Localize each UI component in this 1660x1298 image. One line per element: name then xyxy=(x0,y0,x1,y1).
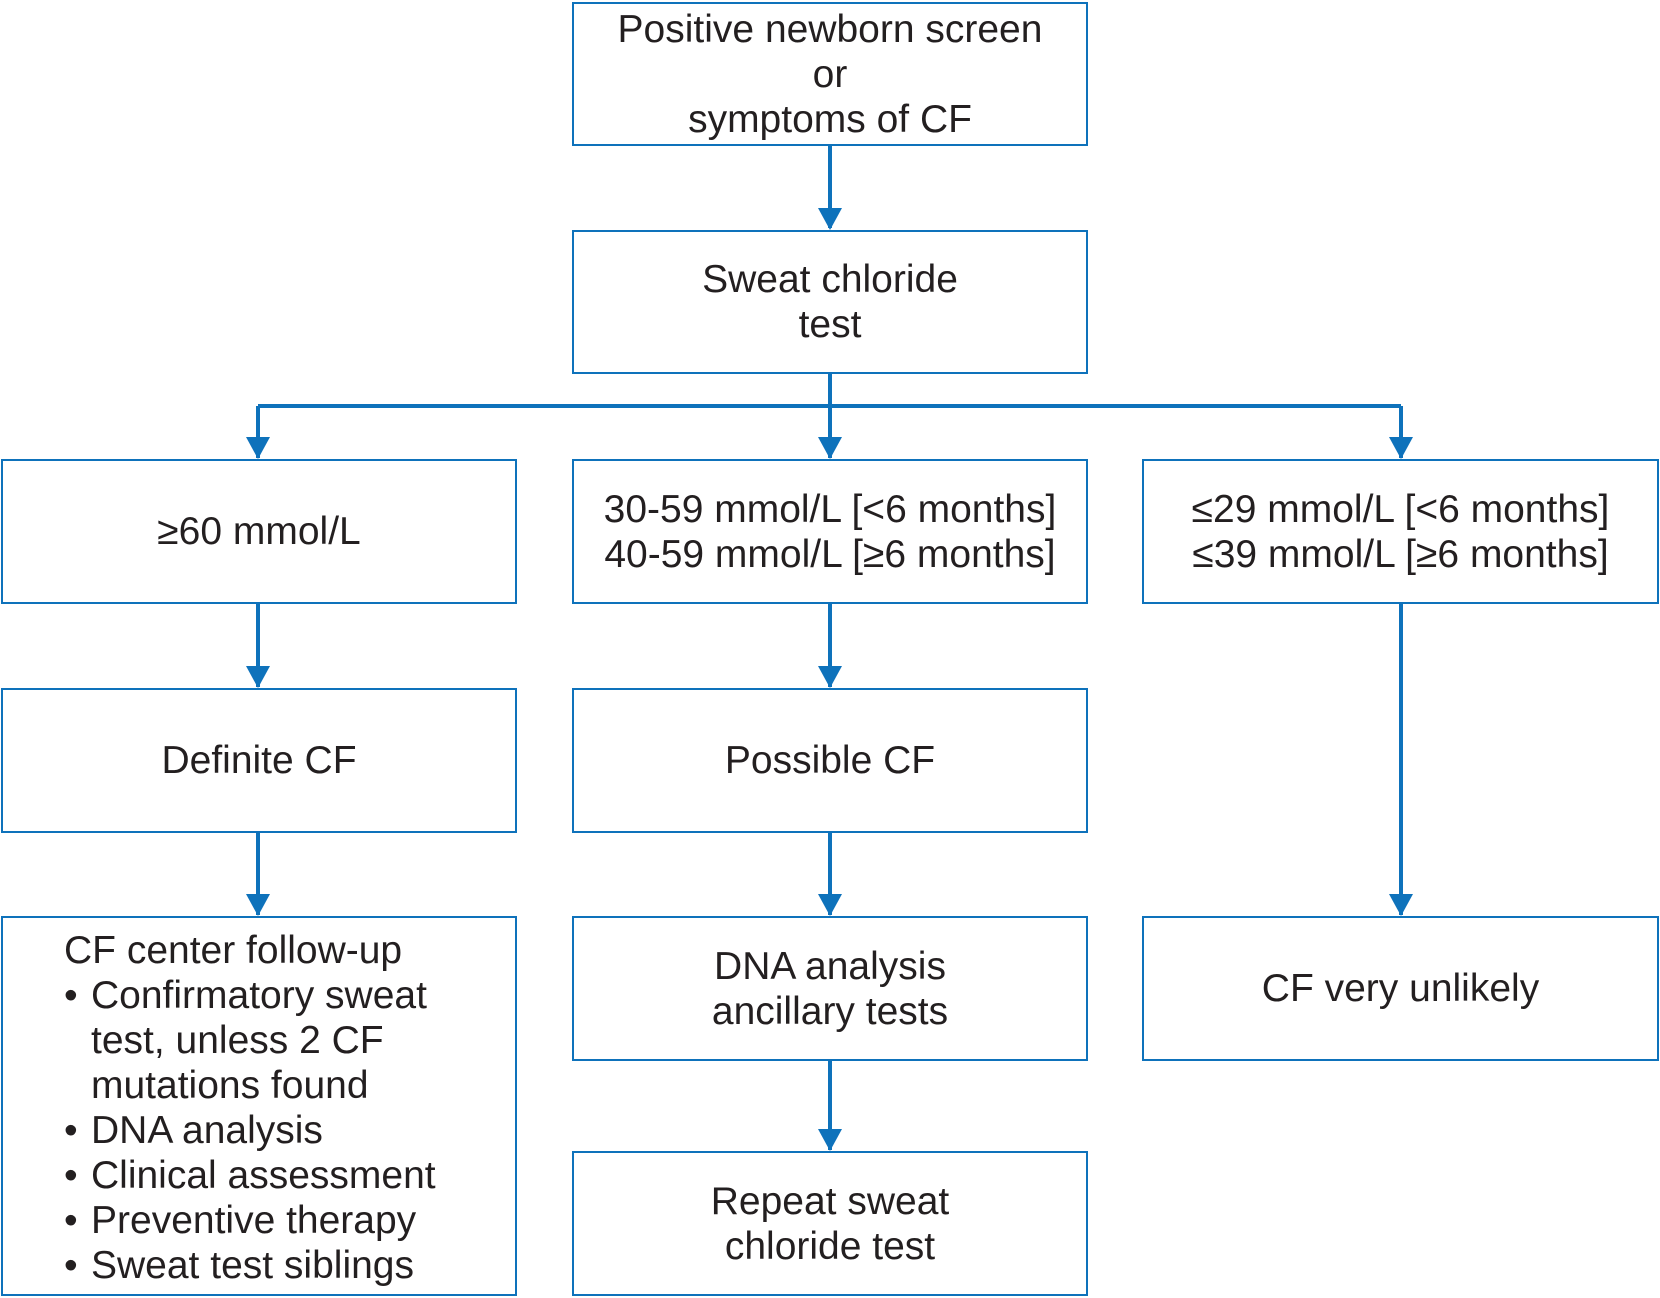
arrowhead-definite xyxy=(246,666,270,688)
followup-bullet-clinical-assessment: Clinical assessment xyxy=(64,1153,436,1198)
node-definite-cf: Definite CF xyxy=(1,688,517,833)
node-possible-cf-line: Possible CF xyxy=(724,739,936,782)
followup-bullet-line: Preventive therapy xyxy=(91,1199,417,1242)
node-repeat-sweat-test-line: Repeat sweat xyxy=(710,1179,950,1223)
arrowhead-unlikely xyxy=(1389,894,1413,916)
node-low-result-line: ≤29 mmol/L [<6 months] xyxy=(1191,487,1610,531)
node-possible-cf: Possible CF xyxy=(572,688,1088,833)
node-definite-cf-line: Definite CF xyxy=(161,739,357,782)
node-dna-analysis-line: DNA analysis xyxy=(714,944,946,988)
arrowhead-sweat-test xyxy=(818,208,842,230)
followup-bullet-line: Confirmatory sweat xyxy=(91,974,427,1017)
node-sweat-test-line: Sweat chloride xyxy=(702,258,958,301)
node-mid-result: 30-59 mmol/L [<6 months] 40-59 mmol/L [≥… xyxy=(572,459,1088,604)
arrowhead-mid xyxy=(818,437,842,459)
followup-bullet-line: Clinical assessment xyxy=(91,1154,436,1197)
node-dna-analysis-line: ancillary tests xyxy=(711,989,949,1033)
node-cf-very-unlikely-line: CF very unlikely xyxy=(1261,967,1540,1010)
arrowhead-possible xyxy=(818,666,842,688)
node-mid-result-line: 30-59 mmol/L [<6 months] xyxy=(603,487,1057,531)
followup-bullet-line: Sweat test siblings xyxy=(91,1244,414,1287)
arrowhead-dna xyxy=(818,894,842,916)
node-start-line: symptoms of CF xyxy=(688,97,972,141)
node-start-line: Positive newborn screen xyxy=(617,7,1043,51)
node-dna-analysis: DNA analysis ancillary tests xyxy=(572,916,1088,1061)
followup-bullet-line: test, unless 2 CF xyxy=(91,1019,384,1062)
node-start-line: or xyxy=(812,52,848,96)
node-repeat-sweat-test: Repeat sweat chloride test xyxy=(572,1151,1088,1296)
followup-bullet-sweat-test-siblings: Sweat test siblings xyxy=(64,1243,436,1288)
arrowhead-low xyxy=(1389,437,1413,459)
followup-bullet-list: Confirmatory sweat test, unless 2 CF mut… xyxy=(64,973,436,1288)
followup-bullet-line: mutations found xyxy=(91,1064,369,1107)
node-mid-result-line: 40-59 mmol/L [≥6 months] xyxy=(604,532,1056,576)
followup-bullet-preventive-therapy: Preventive therapy xyxy=(64,1198,436,1243)
arrowhead-high xyxy=(246,437,270,459)
node-high-result-line: ≥60 mmol/L xyxy=(157,510,361,553)
followup-bullet-confirmatory-sweat-test: Confirmatory sweat test, unless 2 CF mut… xyxy=(64,973,436,1108)
followup-heading: CF center follow-up xyxy=(64,929,403,972)
followup-bullet-line: DNA analysis xyxy=(91,1109,323,1152)
followup-bullet-dna-analysis: DNA analysis xyxy=(64,1108,436,1153)
node-sweat-test-line: test xyxy=(798,303,862,346)
arrowhead-repeat xyxy=(818,1129,842,1151)
node-high-result: ≥60 mmol/L xyxy=(1,459,517,604)
node-repeat-sweat-test-line: chloride test xyxy=(724,1224,936,1268)
node-cf-center-followup: CF center follow-up Confirmatory sweat t… xyxy=(1,916,517,1296)
node-sweat-test: Sweat chloride test xyxy=(572,230,1088,374)
node-low-result-line: ≤39 mmol/L [≥6 months] xyxy=(1192,532,1609,576)
node-start: Positive newborn screen or symptoms of C… xyxy=(572,2,1088,146)
node-cf-very-unlikely: CF very unlikely xyxy=(1142,916,1659,1061)
node-low-result: ≤29 mmol/L [<6 months] ≤39 mmol/L [≥6 mo… xyxy=(1142,459,1659,604)
arrowhead-followup xyxy=(246,894,270,916)
